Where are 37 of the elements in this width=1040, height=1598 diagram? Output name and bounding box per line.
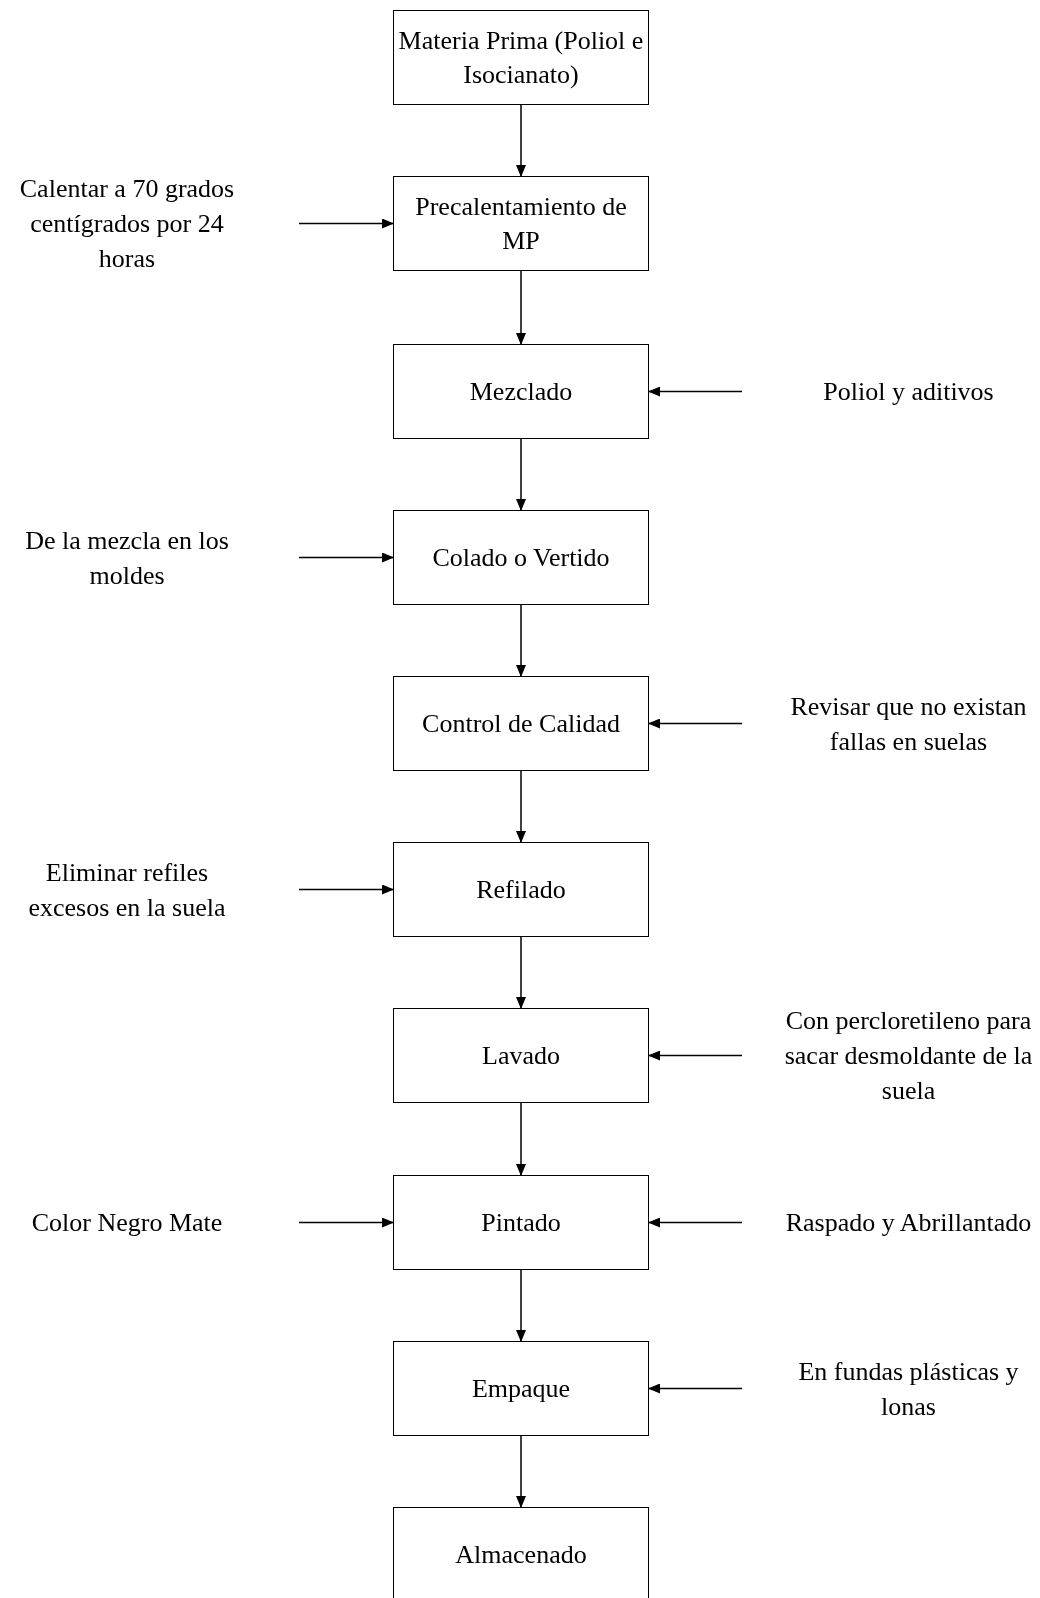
input-note: Raspado y Abrillantado	[785, 1206, 1032, 1239]
input-note: Eliminar refiles excesos en la suela	[27, 856, 227, 924]
arrow	[516, 936, 526, 1009]
arrow	[516, 1102, 526, 1176]
arrow	[516, 270, 526, 345]
process-box: Empaque	[393, 1341, 649, 1436]
arrow	[516, 104, 526, 177]
process-box: Pintado	[393, 1175, 649, 1270]
arrow	[516, 604, 526, 677]
arrow	[516, 770, 526, 843]
arrow	[298, 552, 394, 563]
arrow	[298, 884, 394, 895]
process-box: Materia Prima (Poliol e Isocianato)	[393, 10, 649, 105]
process-box: Lavado	[393, 1008, 649, 1103]
process-box: Almacenado	[393, 1507, 649, 1598]
arrow	[648, 718, 743, 729]
process-box: Precalentamiento de MP	[393, 176, 649, 271]
arrow	[298, 218, 394, 229]
arrow	[298, 1217, 394, 1228]
input-note: De la mezcla en los moldes	[24, 524, 230, 592]
input-note: Color Negro Mate	[31, 1206, 223, 1239]
arrow	[516, 1435, 526, 1508]
arrow	[648, 1217, 743, 1228]
process-box: Control de Calidad	[393, 676, 649, 771]
arrow	[516, 1269, 526, 1342]
arrow	[648, 1383, 743, 1394]
process-box: Colado o Vertido	[393, 510, 649, 605]
input-note: Revisar que no existan fallas en suelas	[789, 690, 1028, 758]
arrow	[648, 1050, 743, 1061]
arrow	[648, 386, 743, 397]
input-note: En fundas plásticas y lonas	[797, 1355, 1020, 1423]
input-note: Con percloretileno para sacar desmoldante de la suela	[783, 1004, 1034, 1108]
input-note: Poliol y aditivos	[823, 375, 994, 408]
input-note: Calentar a 70 grados centígrados por 24 horas	[18, 172, 236, 276]
process-box: Refilado	[393, 842, 649, 937]
arrow	[516, 438, 526, 511]
process-box: Mezclado	[393, 344, 649, 439]
